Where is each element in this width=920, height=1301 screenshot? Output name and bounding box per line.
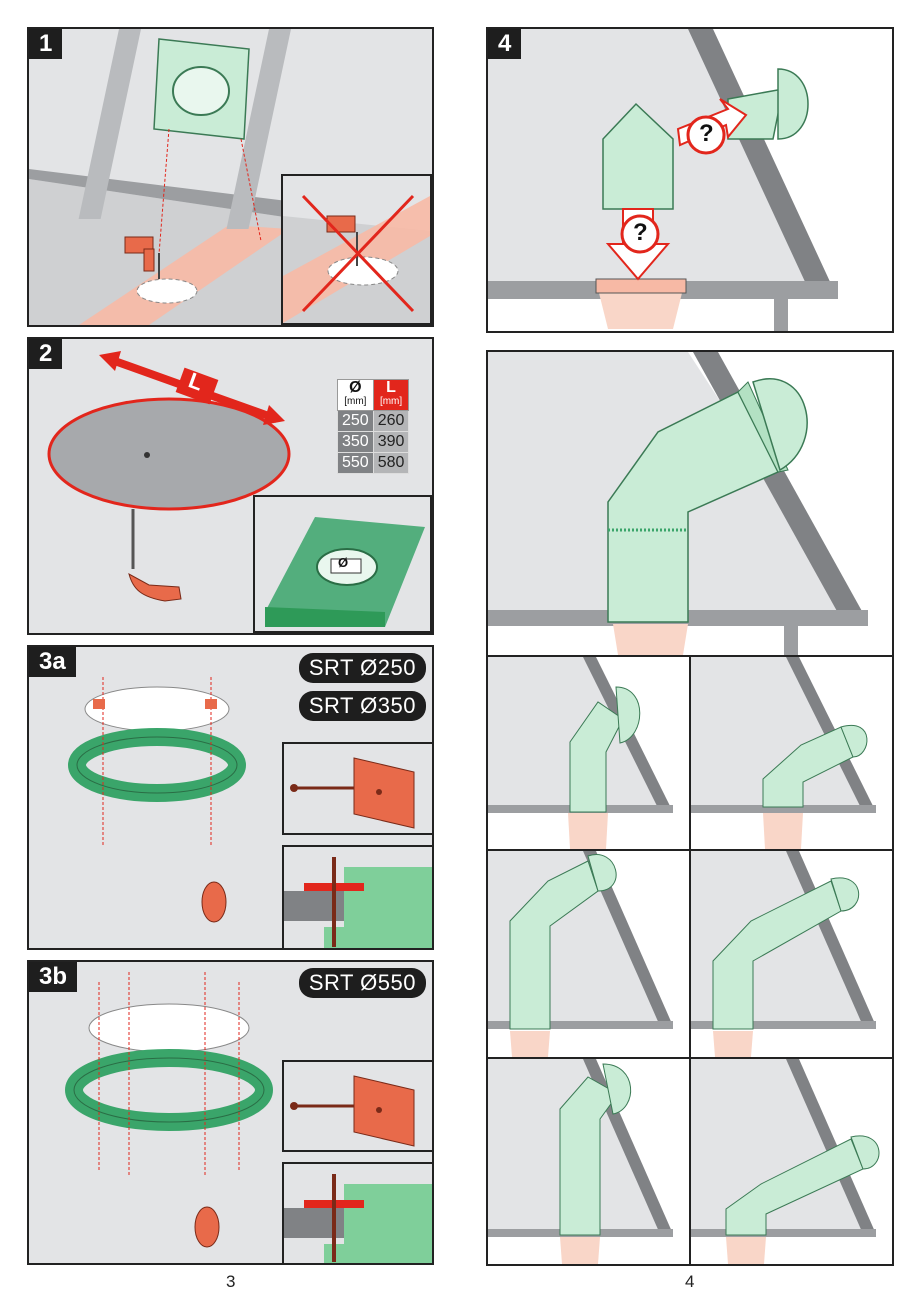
panel-step-2: 2 L Ø [mm] L [mm] 250 260 350 390 550 58… (27, 337, 434, 635)
section-inset (282, 845, 432, 948)
question-mark: ? (633, 219, 648, 246)
question-mark: ? (699, 120, 714, 147)
length-header: L [mm] (372, 379, 410, 411)
disc-cut-illustration (47, 351, 291, 602)
model-label: SRT Ø250 (298, 653, 426, 683)
wrong-drilling-illustration (283, 194, 430, 323)
tube-variant-panel (689, 1057, 894, 1266)
tube-variant-panel (486, 1057, 691, 1266)
tube-variant-illustration (691, 851, 892, 1057)
dimension-table: Ø [mm] L [mm] 250 260 350 390 550 580 (337, 379, 410, 474)
step-number: 4 (488, 29, 522, 59)
section-illustration (284, 1174, 432, 1263)
step-number: 1 (29, 29, 63, 59)
tube-variant-illustration (488, 851, 689, 1057)
table-row: 550 580 (337, 452, 410, 474)
table-row: 250 260 (337, 410, 410, 432)
page-number-left: 3 (226, 1272, 236, 1291)
tube-variant-panel (689, 655, 894, 851)
screw-plate-inset (282, 1060, 432, 1152)
ring-assembly-large-illustration (65, 972, 273, 1248)
tube-variant-panel (689, 849, 894, 1059)
ring-assembly-illustration (68, 677, 246, 923)
tube-variant-panel (486, 849, 691, 1059)
panel-step-4: 4 ? ? (486, 27, 894, 333)
tube-variant-illustration (691, 657, 892, 849)
page-number-right: 4 (685, 1272, 695, 1291)
main-tube-illustration (488, 352, 892, 655)
step-number: 2 (29, 339, 63, 369)
panel-step-3b: 3b SRT Ø550 (27, 960, 434, 1265)
tube-installation-main (486, 350, 894, 657)
step-number: 3b (29, 962, 78, 992)
panel-step-3a: 3a SRT Ø250 SRT Ø350 (27, 645, 434, 950)
wrong-drilling-inset (281, 174, 432, 325)
flashing-inset: Ø (253, 495, 432, 633)
tube-variant-panel (486, 655, 691, 851)
screw-plate-illustration (290, 1075, 415, 1147)
tube-variant-illustration (488, 657, 689, 849)
tube-variant-illustration (488, 1059, 689, 1264)
section-inset (282, 1162, 432, 1263)
panel-step-1: 1 (27, 27, 434, 327)
screw-plate-illustration (290, 757, 415, 829)
roof-flashing-illustration (265, 517, 425, 627)
diameter-header: Ø [mm] (337, 379, 374, 411)
tube-variant-illustration (691, 1059, 892, 1264)
tube-choice-illustration (488, 29, 892, 331)
model-label: SRT Ø550 (298, 968, 426, 998)
model-label: SRT Ø350 (298, 691, 426, 721)
screw-plate-inset (282, 742, 432, 835)
diameter-symbol: Ø (338, 555, 349, 570)
section-illustration (284, 857, 432, 948)
table-row: 350 390 (337, 431, 410, 453)
step-number: 3a (29, 647, 76, 677)
